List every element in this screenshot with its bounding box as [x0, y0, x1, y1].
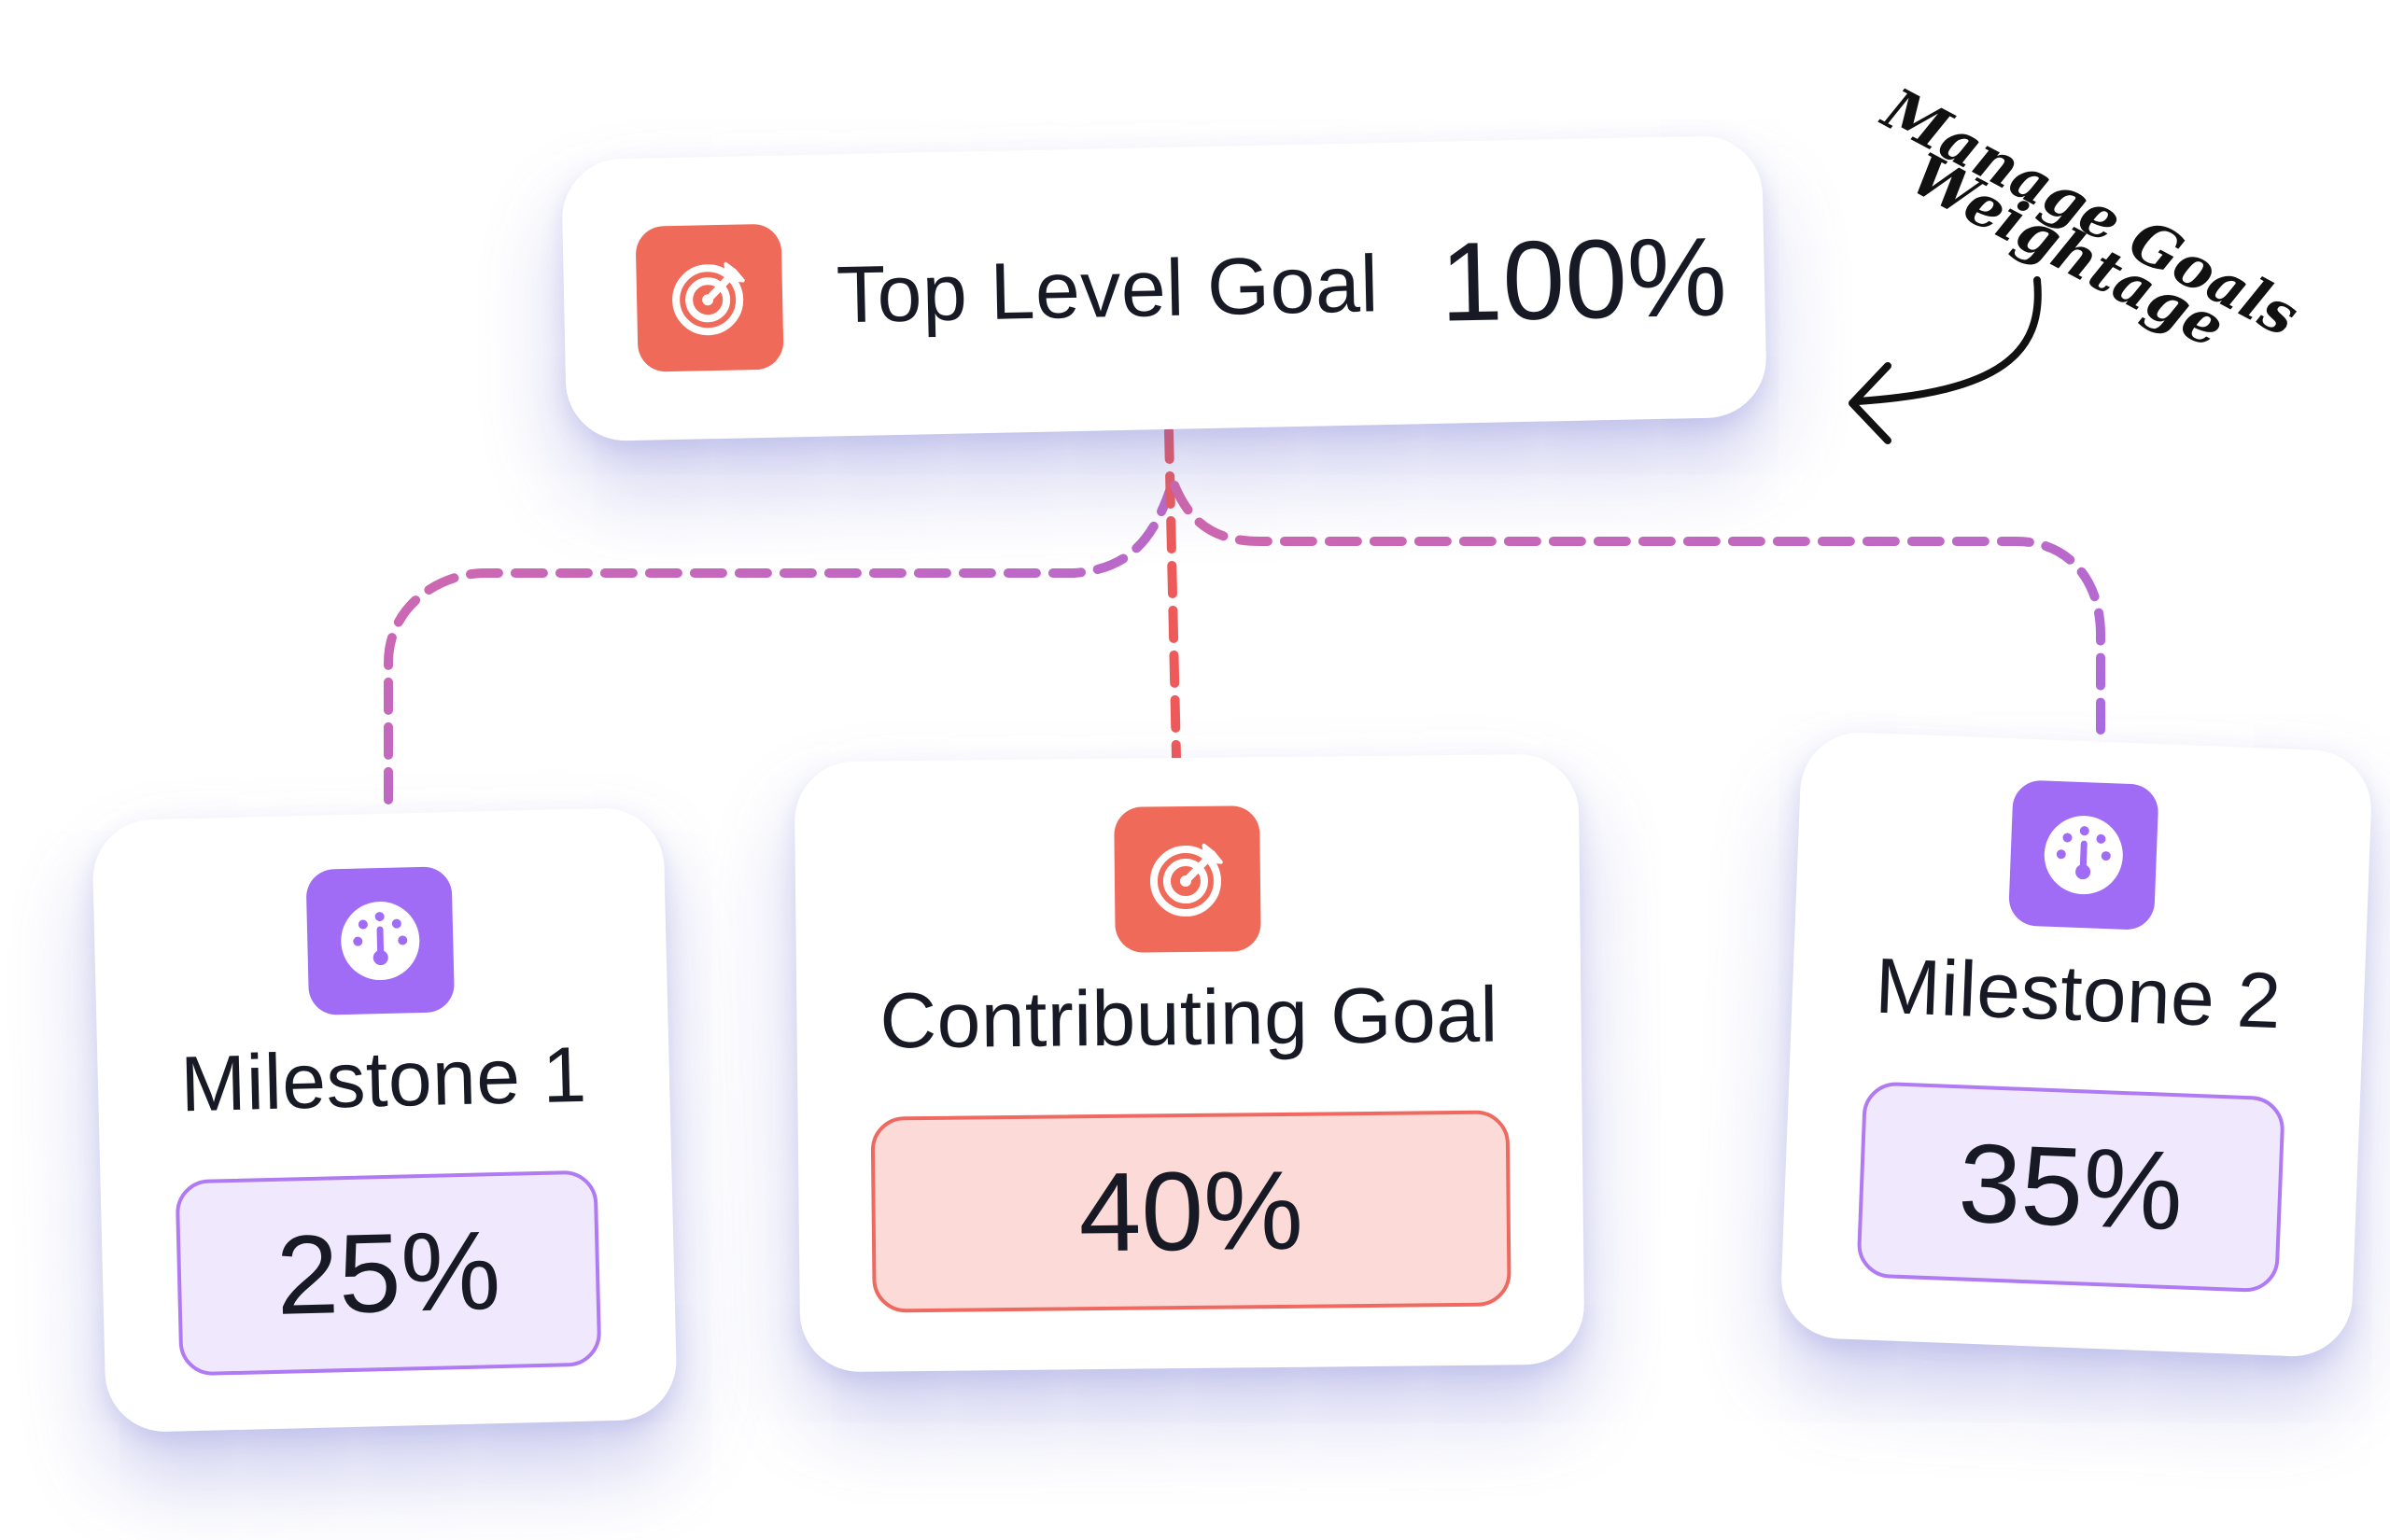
- connector-to-milestone-2: [1170, 481, 2105, 735]
- connector-to-contributing-goal: [1164, 427, 1181, 763]
- annotation-arrowhead: [1849, 362, 1891, 444]
- target-icon: [1114, 805, 1261, 953]
- gauge-icon: [2007, 779, 2159, 931]
- milestone-1-weightage[interactable]: 25%: [175, 1169, 602, 1377]
- top-level-goal-card[interactable]: Top Level Goal 100%: [560, 134, 1768, 442]
- top-level-goal-label: Top Level Goal: [836, 238, 1380, 340]
- top-level-goal-value: 100%: [1439, 214, 1728, 345]
- annotation-arrow: [1854, 276, 2042, 405]
- contributing-goal-card[interactable]: Contributing Goal 40%: [794, 753, 1585, 1373]
- milestone-2-title: Milestone 2: [1873, 941, 2284, 1045]
- connector-to-milestone-1: [384, 481, 1176, 819]
- contributing-goal-title: Contributing Goal: [879, 970, 1499, 1065]
- gauge-icon: [305, 866, 456, 1015]
- milestone-2-card[interactable]: Milestone 2 35%: [1778, 730, 2374, 1359]
- milestone-1-title: Milestone 1: [179, 1029, 588, 1128]
- milestone-1-card[interactable]: Milestone 1 25%: [91, 806, 678, 1434]
- contributing-goal-weightage[interactable]: 40%: [870, 1110, 1511, 1313]
- target-icon: [635, 223, 784, 372]
- milestone-2-weightage[interactable]: 35%: [1856, 1081, 2285, 1294]
